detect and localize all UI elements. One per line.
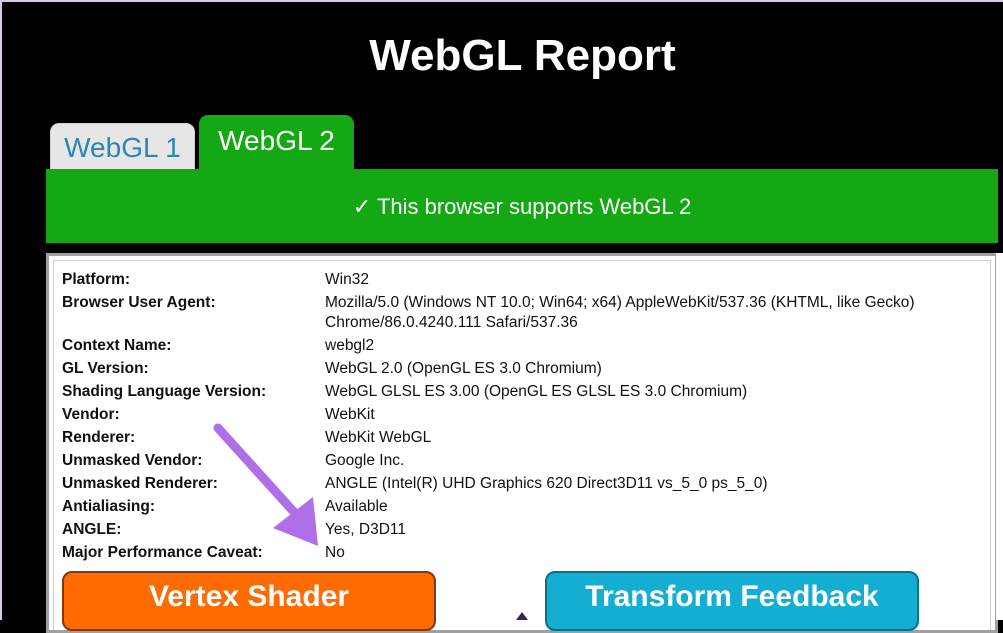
info-row-value: Available: [325, 498, 388, 515]
info-row-value: webgl2: [325, 337, 375, 354]
info-panel: [46, 253, 998, 633]
support-banner: ✓ This browser supports WebGL 2: [46, 169, 998, 243]
info-panel-inner: [53, 260, 991, 630]
info-row-label: ANGLE:: [62, 521, 122, 538]
info-row-value-continued: Chrome/86.0.4240.111 Safari/537.36: [325, 314, 578, 331]
window-frame-top: [0, 0, 1003, 2]
info-row-value: WebKit: [325, 406, 375, 423]
info-row-value: ANGLE (Intel(R) UHD Graphics 620 Direct3…: [325, 475, 768, 492]
panel-right-edge: [996, 253, 1003, 620]
info-row-value: Google Inc.: [325, 452, 405, 469]
info-row-value: WebKit WebGL: [325, 429, 432, 446]
info-row-label: Context Name:: [62, 337, 172, 354]
info-row-value: Mozilla/5.0 (Windows NT 10.0; Win64; x64…: [325, 294, 915, 311]
tab-webgl-1[interactable]: WebGL 1: [50, 123, 195, 171]
info-row-value: No: [325, 544, 345, 561]
vertex-shader-button[interactable]: Vertex Shader: [62, 571, 436, 631]
info-row-label: Unmasked Vendor:: [62, 452, 203, 469]
page-title: WebGL Report: [369, 31, 676, 80]
tab-webgl-2[interactable]: WebGL 2: [199, 115, 354, 171]
info-row-label: Unmasked Renderer:: [62, 475, 218, 492]
info-row-label: Major Performance Caveat:: [62, 544, 263, 561]
info-row-label: Renderer:: [62, 429, 136, 446]
info-row-label: Browser User Agent:: [62, 294, 216, 311]
info-row-label: GL Version:: [62, 360, 149, 377]
info-row-label: Vendor:: [62, 406, 120, 423]
window-frame-left: [0, 0, 2, 620]
info-row-value: WebGL GLSL ES 3.00 (OpenGL ES GLSL ES 3.…: [325, 383, 748, 400]
transform-feedback-button[interactable]: Transform Feedback: [545, 571, 919, 631]
info-row-value: WebGL 2.0 (OpenGL ES 3.0 Chromium): [325, 360, 602, 377]
info-row-label: Platform:: [62, 271, 131, 288]
info-row-label: Shading Language Version:: [62, 383, 267, 400]
info-row-value: Yes, D3D11: [325, 521, 406, 538]
info-row-value: Win32: [325, 271, 369, 288]
info-row-label: Antialiasing:: [62, 498, 156, 515]
